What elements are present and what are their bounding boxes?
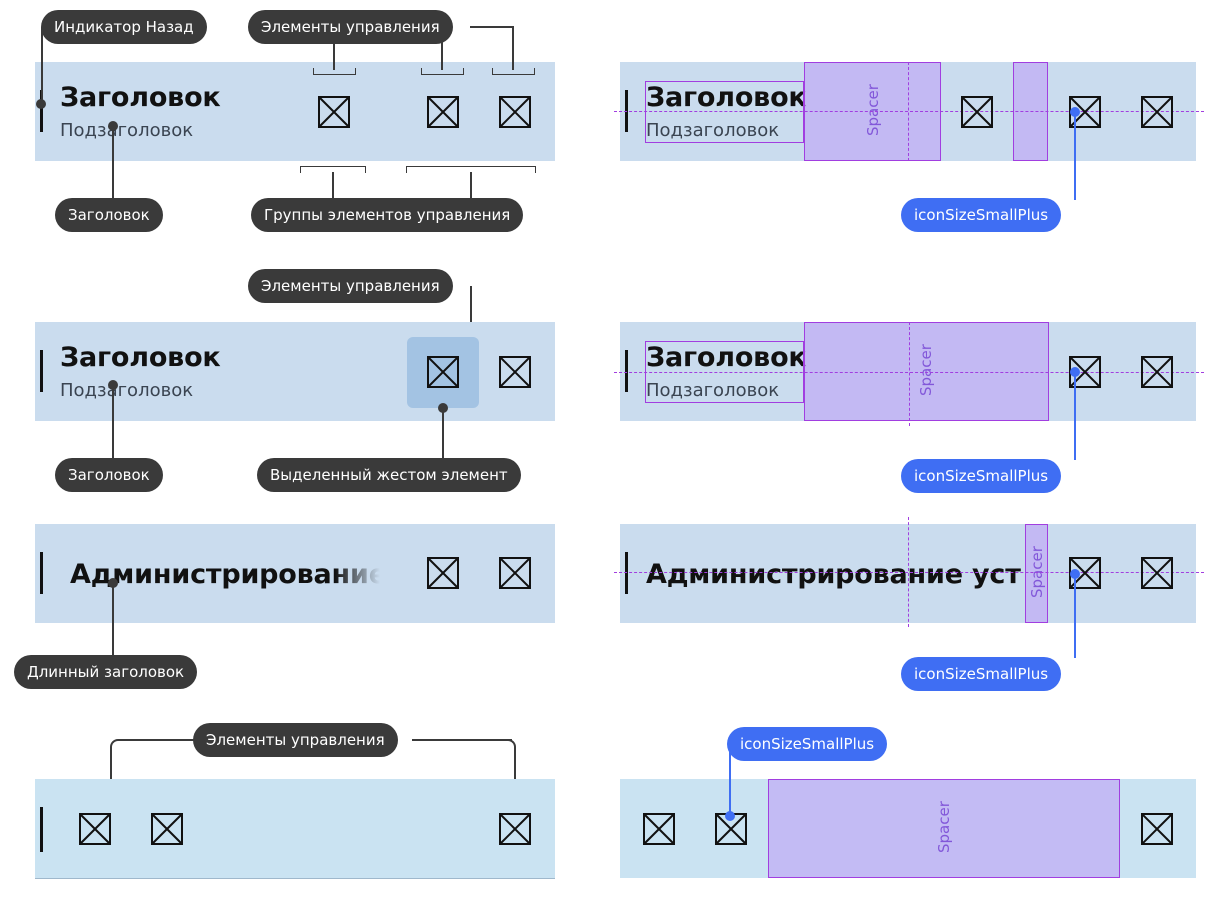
- callout-title: Заголовок: [55, 198, 163, 232]
- guide-line: [614, 372, 1204, 373]
- callout-gesture-selected: Выделенный жестом элемент: [257, 458, 521, 492]
- callout-controls: Элементы управления: [248, 10, 453, 44]
- spacer-label: Spacer: [917, 344, 935, 396]
- callout-line: [470, 26, 514, 28]
- callout-line: [112, 385, 114, 458]
- callout-corner: [506, 739, 516, 749]
- spacer: [1025, 524, 1048, 623]
- back-indicator[interactable]: [40, 350, 43, 392]
- bar-row3-left: Администрирование: [35, 524, 555, 623]
- callout-line: [41, 27, 43, 104]
- callout-line: [470, 286, 472, 330]
- spacer-label: Spacer: [935, 801, 953, 853]
- crossed-box-icon[interactable]: [961, 96, 993, 128]
- callout-line: [470, 172, 472, 198]
- crossed-box-icon[interactable]: [318, 96, 350, 128]
- crossed-box-icon[interactable]: [499, 813, 531, 845]
- callout-line: [1074, 372, 1076, 460]
- guide-line: [614, 572, 1204, 573]
- bar-subtitle: Подзаголовок: [60, 380, 194, 401]
- crossed-box-icon[interactable]: [151, 813, 183, 845]
- callout-line: [332, 172, 334, 198]
- bar-title: Заголовок: [60, 342, 221, 373]
- crossed-box-icon[interactable]: [427, 96, 459, 128]
- long-title: Администрирование уст: [646, 559, 1021, 590]
- crossed-box-icon[interactable]: [427, 356, 459, 388]
- bar-subtitle: Подзаголовок: [60, 120, 194, 141]
- crossed-box-icon[interactable]: [79, 813, 111, 845]
- title-fade: [335, 554, 395, 596]
- back-indicator[interactable]: [40, 807, 43, 852]
- crossed-box-icon[interactable]: [1141, 356, 1173, 388]
- callout-line: [1074, 574, 1076, 658]
- bracket: [421, 68, 464, 75]
- bracket: [492, 68, 535, 75]
- back-indicator[interactable]: [40, 552, 43, 594]
- callout-line: [112, 583, 114, 655]
- callout-dot: [725, 811, 735, 821]
- back-indicator[interactable]: [625, 552, 628, 594]
- bracket: [300, 166, 366, 173]
- callout-line: [441, 40, 443, 70]
- spacer-label: Spacer: [1028, 546, 1046, 598]
- callout-title: Заголовок: [55, 458, 163, 492]
- callout-line: [1074, 112, 1076, 200]
- bottom-divider: [35, 878, 555, 879]
- back-indicator[interactable]: [40, 90, 43, 132]
- callout-icon-size: iconSizeSmallPlus: [727, 727, 888, 761]
- crossed-box-icon[interactable]: [1141, 96, 1173, 128]
- callout-icon-size: iconSizeSmallPlus: [901, 657, 1062, 691]
- long-title: Администрирование: [70, 559, 387, 590]
- crossed-box-icon[interactable]: [1141, 813, 1173, 845]
- callout-controls: Элементы управления: [248, 269, 453, 303]
- bracket: [406, 166, 536, 173]
- callout-line: [512, 26, 514, 70]
- callout-line: [333, 40, 335, 70]
- back-indicator[interactable]: [625, 350, 628, 392]
- callout-line: [514, 747, 516, 794]
- bar-row4-left: [35, 779, 555, 878]
- bracket: [313, 68, 356, 75]
- bar-subtitle: Подзаголовок: [646, 380, 780, 401]
- bar-title: Заголовок: [646, 342, 807, 373]
- callout-icon-size: iconSizeSmallPlus: [901, 459, 1062, 493]
- guide-line: [909, 322, 910, 426]
- bar-subtitle: Подзаголовок: [646, 120, 780, 141]
- crossed-box-icon[interactable]: [499, 356, 531, 388]
- crossed-box-icon[interactable]: [643, 813, 675, 845]
- crossed-box-icon[interactable]: [499, 557, 531, 589]
- callout-dot: [36, 99, 46, 109]
- guide-line: [614, 111, 1204, 112]
- crossed-box-icon[interactable]: [499, 96, 531, 128]
- title-bounds: [645, 81, 804, 143]
- crossed-box-icon[interactable]: [427, 557, 459, 589]
- callout-line: [110, 747, 112, 794]
- bar-row1-left: [35, 62, 555, 161]
- callout-line: [729, 744, 731, 816]
- callout-icon-size: iconSizeSmallPlus: [901, 198, 1062, 232]
- crossed-box-icon[interactable]: [1141, 557, 1173, 589]
- callout-line: [112, 126, 114, 198]
- callout-corner: [110, 739, 120, 749]
- callout-line: [442, 408, 444, 458]
- spacer: [768, 779, 1120, 878]
- callout-controls: Элементы управления: [193, 723, 398, 757]
- spacer: [804, 322, 1049, 421]
- callout-long-title: Длинный заголовок: [14, 655, 198, 689]
- callout-back-indicator: Индикатор Назад: [41, 10, 207, 44]
- callout-control-groups: Группы элементов управления: [251, 198, 524, 232]
- callout-line: [412, 739, 512, 741]
- callout-line: [118, 739, 194, 741]
- bar-title: Заголовок: [646, 82, 807, 113]
- bar-title: Заголовок: [60, 82, 221, 113]
